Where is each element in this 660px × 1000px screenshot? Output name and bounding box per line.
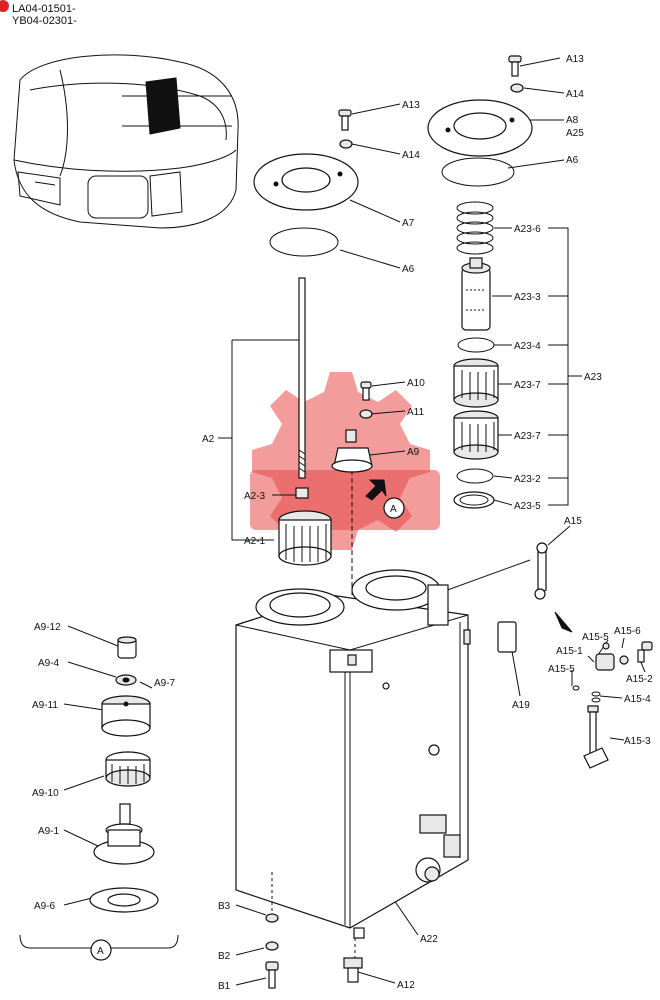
label-A23-7b: A23-7	[514, 431, 541, 442]
part-A15-3-pipe	[583, 705, 609, 769]
label-A9-7: A9-7	[154, 678, 176, 689]
part-A23-2-ring	[456, 468, 494, 484]
part-A2-3-nut	[295, 487, 309, 499]
label-A9-10: A9-10	[32, 788, 59, 799]
part-A15-5-oring-2	[572, 685, 580, 691]
label-A12: A12	[397, 980, 415, 991]
label-A23-3: A23-3	[514, 292, 541, 303]
label-B2: B2	[218, 951, 231, 962]
part-A19-plate	[497, 621, 517, 653]
label-A14: A14	[402, 150, 420, 161]
detail-marker-circle	[90, 939, 112, 961]
label-A15-6: A15-6	[614, 626, 641, 637]
part-A6-oring	[269, 227, 339, 257]
a15-arrow	[554, 611, 573, 633]
label-A2-1: A2-1	[244, 536, 266, 547]
part-A14-washer	[339, 139, 353, 149]
label-A15-5a: A15-5	[582, 632, 609, 643]
label-A9-4: A9-4	[38, 658, 60, 669]
part-A9-breather	[331, 429, 373, 473]
view-marker-circle	[383, 497, 405, 519]
label-A9-6: A9-6	[34, 901, 56, 912]
label-A14-top: A14	[566, 89, 584, 100]
part-A8-cover	[427, 99, 533, 157]
part-A23-7-strainer-upper	[453, 358, 499, 408]
label-A7: A7	[402, 218, 415, 229]
label-A15: A15	[564, 516, 582, 527]
part-A15-6-washer	[619, 655, 629, 665]
part-B1-bolt	[265, 961, 279, 989]
part-A15-assembly	[534, 542, 548, 600]
label-A23-4: A23-4	[514, 341, 541, 352]
label-A19: A19	[512, 700, 530, 711]
corner-mark	[0, 0, 9, 12]
label-B3: B3	[218, 901, 231, 912]
part-A23-4-ring	[457, 337, 495, 353]
label-A15-1: A15-1	[556, 646, 583, 657]
label-A6-top: A6	[566, 155, 579, 166]
label-A15-3: A15-3	[624, 736, 651, 747]
part-B2-washer	[265, 941, 279, 951]
part-A15-4-oring	[591, 691, 601, 697]
label-A9-12: A9-12	[34, 622, 61, 633]
part-A23-5-ring	[453, 491, 495, 509]
label-A23-7a: A23-7	[514, 380, 541, 391]
label-A23-2: A23-2	[514, 474, 541, 485]
label-A11: A11	[407, 407, 424, 418]
part-A22-hydraulic-tank	[235, 569, 471, 939]
label-A13-top: A13	[566, 54, 584, 65]
part-A14-washer-top	[510, 83, 524, 93]
part-A15-5-oring	[602, 642, 610, 650]
label-A23-5: A23-5	[514, 501, 541, 512]
part-A15-1-block	[595, 653, 615, 671]
part-A9-6-gasket	[89, 887, 159, 913]
label-A15-4: A15-4	[624, 694, 651, 705]
part-B3-washer	[265, 913, 279, 923]
label-A9-11: A9-11	[32, 700, 58, 711]
part-A9-12-cap	[117, 636, 137, 659]
serial-range-2: YB04-02301-	[12, 15, 77, 27]
label-A13: A13	[402, 100, 420, 111]
label-A10: A10	[407, 378, 425, 389]
part-A2-rod	[298, 277, 306, 479]
label-A6: A6	[402, 264, 415, 275]
part-A13-bolt-top	[508, 55, 522, 77]
label-B1: B1	[218, 981, 231, 992]
label-A15-5b: A15-5	[548, 664, 575, 675]
part-A7-cover	[253, 153, 359, 211]
part-A9-4-nut	[115, 674, 137, 686]
label-A9: A9	[407, 447, 420, 458]
part-A10-bolt	[360, 381, 372, 401]
label-A15-2: A15-2	[626, 674, 653, 685]
view-marker-label: A	[390, 504, 397, 515]
part-A23-6-spring	[456, 201, 494, 255]
part-A6-oring-top	[441, 157, 515, 187]
label-A2-3: A2-3	[244, 491, 266, 502]
label-A8: A8	[566, 115, 579, 126]
part-A9-1-body	[93, 803, 155, 865]
part-A15-4-oring-2	[591, 697, 601, 703]
part-A9-10-element	[105, 751, 151, 787]
part-A2-1-suction-filter	[278, 510, 332, 566]
part-A13-bolt	[338, 109, 352, 131]
part-A11-washer	[359, 409, 373, 419]
serial-range-1: LA04-01501-	[12, 3, 76, 15]
detail-marker-label: A	[97, 946, 104, 957]
part-A15-2-bolt	[637, 641, 653, 663]
label-A9-1: A9-1	[38, 826, 60, 837]
part-A12-plug	[343, 957, 363, 983]
part-A23-3-filter-element	[461, 257, 491, 331]
part-A23-7-strainer-lower	[453, 410, 499, 460]
label-A23: A23	[584, 372, 602, 383]
label-A23-6: A23-6	[514, 224, 541, 235]
view-arrow	[365, 479, 387, 501]
machine-location-sketch	[13, 54, 239, 229]
label-A25: A25	[566, 128, 584, 139]
label-A2: A2	[202, 434, 215, 445]
part-A9-11-housing	[101, 695, 151, 737]
label-A22: A22	[420, 934, 438, 945]
